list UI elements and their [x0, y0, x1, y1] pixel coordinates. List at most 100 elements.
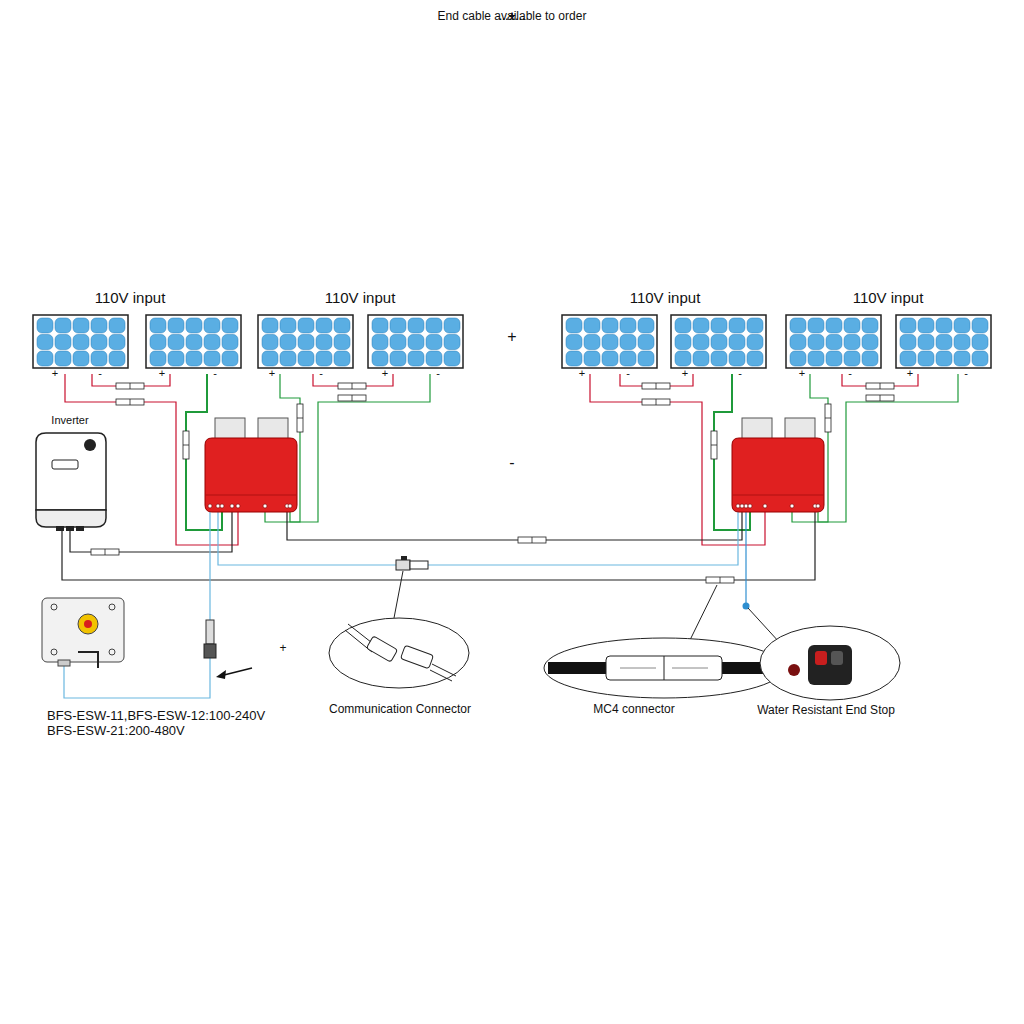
- solar-cell: [316, 335, 332, 350]
- solar-cell: [262, 335, 278, 350]
- solar-cell: [900, 351, 916, 366]
- minus-wire: [818, 374, 958, 522]
- device-port: [748, 504, 752, 508]
- solar-cell: [844, 335, 860, 350]
- solar-cell: [334, 318, 350, 333]
- solar-panel: [368, 315, 463, 368]
- solar-cell: [91, 351, 107, 366]
- solar-cell: [566, 335, 582, 350]
- solar-panel: [33, 315, 128, 368]
- solar-cell: [55, 335, 71, 350]
- solar-cell: [298, 351, 314, 366]
- node-label: Water Resistant End Stop: [757, 704, 895, 718]
- solar-cell: [584, 351, 600, 366]
- solar-cell: [675, 335, 691, 350]
- solar-cell: [862, 335, 878, 350]
- solar-cell: [109, 351, 125, 366]
- solar-cell: [808, 335, 824, 350]
- solar-cell: [900, 335, 916, 350]
- solar-cell: [790, 335, 806, 350]
- solar-cell: [222, 318, 238, 333]
- callout: Water Resistant End Stop: [750, 624, 910, 720]
- mc4-joint: [532, 537, 533, 543]
- mc4-connector: [706, 577, 734, 583]
- mc4-connector: [866, 383, 894, 389]
- solar-cell: [444, 318, 460, 333]
- device-port: [208, 504, 212, 508]
- solar-cell: [444, 351, 460, 366]
- solar-cell: [298, 335, 314, 350]
- callout-pictures: [329, 618, 900, 700]
- solar-cell: [826, 318, 842, 333]
- solar-cell: [918, 351, 934, 366]
- solar-cell: [584, 335, 600, 350]
- solar-cell: [844, 318, 860, 333]
- solar-cell: [37, 335, 53, 350]
- solar-cell: [334, 351, 350, 366]
- annotation: End cable available to order: [438, 10, 587, 24]
- mc4-connector: [91, 549, 119, 555]
- solar-cell: [109, 318, 125, 333]
- polarity-sign: +: [382, 367, 388, 380]
- solar-cell: [620, 351, 636, 366]
- polarity-sign: -: [436, 367, 440, 380]
- device-port: [736, 504, 740, 508]
- solar-cell: [808, 318, 824, 333]
- solar-cell: [390, 335, 406, 350]
- device-port: [790, 504, 794, 508]
- mc4-connector: [518, 537, 546, 543]
- solar-cell: [729, 351, 745, 366]
- solar-cell: [729, 335, 745, 350]
- solar-cell: [936, 335, 952, 350]
- solar-cell: [222, 335, 238, 350]
- annotation: +: [507, 328, 518, 346]
- mc4-connector: [642, 383, 670, 389]
- mc4-connector: [183, 431, 189, 459]
- mc4-joint: [130, 383, 131, 389]
- solar-cell: [372, 318, 388, 333]
- device-port: [763, 504, 767, 508]
- solar-cell: [109, 335, 125, 350]
- polarity-sign: -: [848, 367, 852, 380]
- solar-cell: [168, 351, 184, 366]
- solar-cell: [826, 335, 842, 350]
- solar-cell: [204, 351, 220, 366]
- device-ports: [208, 504, 820, 508]
- mc4-connector: [338, 395, 366, 401]
- annotation: -: [509, 454, 516, 472]
- trunk-wire: [287, 512, 742, 540]
- solar-cell: [936, 318, 952, 333]
- polarity-sign: -: [213, 367, 217, 380]
- trunk-wire: [62, 512, 815, 580]
- string-voltage: 110V input: [325, 289, 396, 306]
- solar-cell: [204, 318, 220, 333]
- polarity-sign: +: [682, 367, 688, 380]
- solar-cell: [390, 318, 406, 333]
- minus-wire: [290, 374, 430, 522]
- solar-panel: [671, 315, 766, 368]
- mc4-joint: [880, 395, 881, 401]
- solar-cell: [37, 318, 53, 333]
- solar-cell: [972, 318, 988, 333]
- annotation: +: [245, 642, 321, 656]
- solar-cell: [55, 318, 71, 333]
- emergency-switch-symbol: [42, 598, 124, 668]
- solar-cell: [862, 318, 878, 333]
- solar-cell: [73, 318, 89, 333]
- solar-cell: [426, 351, 442, 366]
- solar-cell: [298, 318, 314, 333]
- device-port: [288, 504, 292, 508]
- solar-cell: [747, 351, 763, 366]
- solar-cell: [844, 351, 860, 366]
- solar-cell: [91, 318, 107, 333]
- solar-cell: [602, 318, 618, 333]
- mc4-connector: [116, 383, 144, 389]
- node-label: Inverter: [51, 414, 88, 427]
- callout: MC4 connector: [540, 636, 790, 720]
- solar-cell: [954, 318, 970, 333]
- solar-cell: [918, 318, 934, 333]
- solar-cell: [168, 318, 184, 333]
- solar-cell: [972, 335, 988, 350]
- node-label: MC4 connector: [593, 703, 674, 717]
